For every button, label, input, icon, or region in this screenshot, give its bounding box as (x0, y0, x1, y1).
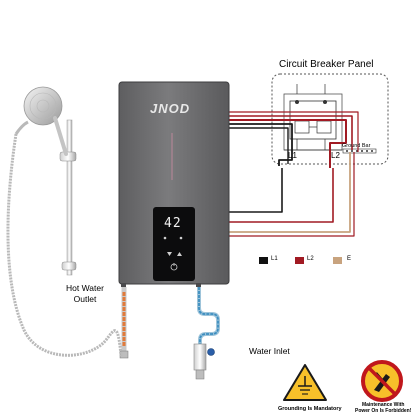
up-arrow-icon (177, 252, 182, 256)
legend-swatch-l2 (295, 257, 304, 264)
legend-swatch-e (333, 257, 342, 264)
brand-logo: JNOD (150, 101, 191, 116)
down-arrow-icon (167, 252, 172, 256)
wiring (229, 111, 359, 237)
legend-label-e: E (347, 256, 352, 262)
hot-water-outlet-label: Hot Water Outlet (66, 283, 104, 304)
terminal-screw-icon (295, 100, 299, 104)
terminal-screw-icon (323, 100, 327, 104)
wire-legend (259, 257, 342, 264)
grounding-warning-label: Grounding Is Mandatory (278, 406, 342, 412)
temperature-display: 42 (164, 216, 182, 231)
ground-bar (342, 148, 377, 154)
shower-rail (66, 119, 73, 276)
wire-l2 (229, 119, 347, 168)
maintenance-forbidden-icon (361, 360, 403, 402)
shower-set (6, 86, 123, 357)
breaker-switch-l2 (316, 120, 332, 134)
circuit-breaker-panel-title: Circuit Breaker Panel (279, 59, 374, 70)
legend-label-l2: L2 (307, 256, 314, 262)
status-dot-icon (179, 236, 183, 240)
shower-hose (6, 133, 123, 357)
grounding-warning-icon (283, 364, 327, 401)
ground-bar-label: Ground Bar (342, 143, 371, 149)
breaker-switch-l1 (294, 120, 310, 134)
wire-earth (229, 152, 351, 233)
water-heater (118, 81, 230, 287)
shower-head-icon (23, 86, 63, 126)
water-inlet-label: Water Inlet (249, 346, 290, 356)
legend-swatch-l1 (259, 257, 268, 264)
breaker-label-l2: L2 (331, 151, 340, 160)
shower-holder (59, 151, 77, 162)
status-dot-icon (163, 236, 167, 240)
legend-label-l1: L1 (271, 256, 278, 262)
water-inlet-pipe (193, 287, 220, 380)
breaker-label-l1: L1 (288, 151, 297, 160)
maintenance-warning-label: Maintenance With Power On Is Forbidden! (355, 402, 412, 414)
wire-l1 (229, 123, 293, 166)
hot-water-pipe (119, 287, 129, 359)
control-panel (153, 207, 195, 281)
valve-knob-icon (207, 348, 215, 356)
inlet-valve (193, 343, 207, 371)
